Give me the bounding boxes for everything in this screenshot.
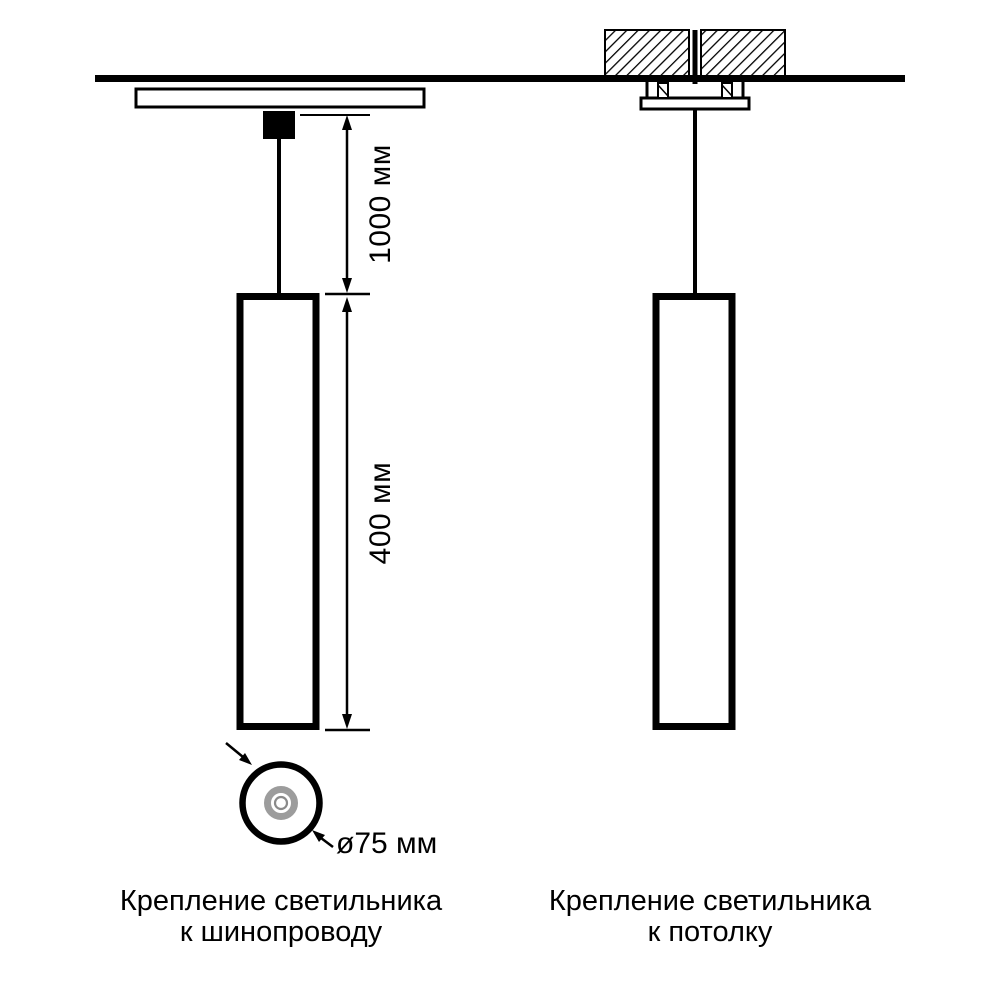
mount-screw-right-slot [721,84,733,97]
right-fixture-body [652,293,736,730]
left-fixture-body [236,293,320,730]
bottom-view-pointer-arrowhead [239,753,252,765]
bottom-view-pointer-line [225,742,244,758]
caption-right-line1: Крепление светильника [549,885,872,917]
dim-400-arrow-bottom [342,714,352,729]
dim-1000-arrow-bottom [342,278,352,293]
dim-400-label: 400 мм [364,462,397,565]
track-housing [134,87,426,109]
ceiling-hatch-right-block [700,29,786,77]
dim-400-arrow-top [342,297,352,312]
diameter-leader-line [320,837,334,848]
bottom-view-center-dot [273,795,289,811]
mount-screw-left-slot [657,84,669,97]
dim-1000-arrow-top [342,115,352,130]
track-adapter [263,111,295,139]
diameter-arrowhead [312,830,325,842]
diameter-label: ø75 мм [336,827,437,860]
ceiling-hatch-left-block [604,29,690,77]
caption-right-line2: к потолку [648,916,773,948]
caption-left-line1: Крепление светильника [120,885,443,917]
mount-plate [639,96,751,111]
caption-left-line2: к шинопроводу [180,916,383,948]
dim-1000-label: 1000 мм [364,144,397,264]
